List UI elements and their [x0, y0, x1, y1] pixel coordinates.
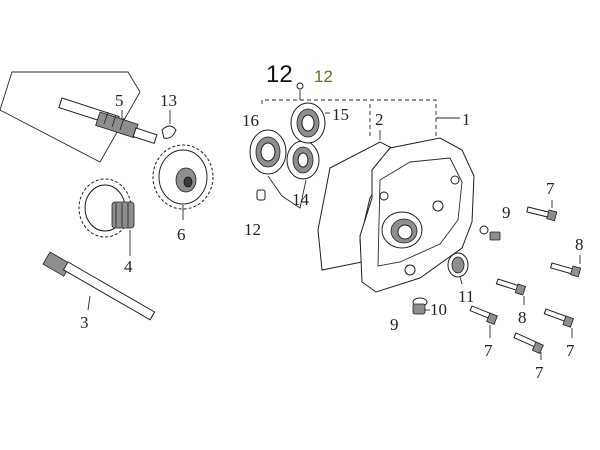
callout-4: 4	[124, 257, 133, 276]
dowel-part-12	[296, 82, 304, 90]
callout-7-left: 7	[484, 341, 493, 360]
bearing-leaders	[267, 90, 330, 209]
callout-2: 2	[375, 110, 384, 129]
callout-15: 15	[332, 105, 349, 124]
bolt-part-9-lower	[412, 297, 430, 315]
callout-8-right: 8	[575, 235, 584, 254]
callout-6: 6	[177, 225, 186, 244]
assembly-bracket	[261, 99, 437, 140]
callout-5: 5	[115, 91, 124, 110]
callout-11: 11	[458, 287, 474, 306]
callout-3: 3	[80, 313, 89, 332]
shaft-part-3	[42, 251, 156, 321]
bolt-part-7-bottom	[513, 332, 544, 360]
callout-12-large: 12	[266, 61, 293, 88]
callout-8-left: 8	[518, 308, 527, 327]
callout-7-bottom: 7	[535, 363, 544, 382]
cover-part-1	[359, 137, 475, 293]
bolt-part-7-left	[469, 305, 498, 338]
callout-13: 13	[160, 91, 177, 110]
callout-9-upper: 9	[502, 203, 511, 222]
callout-9-lower: 9	[390, 315, 399, 334]
bolt-part-8-right	[550, 255, 582, 278]
bolt-part-9-upper	[479, 225, 501, 241]
callout-12-pin: 12	[244, 220, 261, 239]
bearing-part-14	[286, 140, 320, 180]
callout-7-upper: 7	[546, 179, 555, 198]
callout-1: 1	[462, 110, 471, 129]
bolt-part-7-right	[543, 308, 575, 338]
callout-14: 14	[292, 190, 310, 209]
callout-12-small: 12	[314, 67, 333, 86]
gear-part-4	[78, 178, 135, 256]
bolt-part-8-left	[495, 278, 527, 305]
bearing-part-16	[249, 129, 287, 175]
callout-16: 16	[242, 111, 259, 130]
pin-part-12	[256, 189, 266, 201]
bearing-part-15	[290, 102, 326, 144]
callout-10: 10	[430, 300, 447, 319]
clip-part-13	[161, 110, 177, 139]
seal-part-11	[447, 252, 469, 285]
bolt-part-7-upper	[526, 200, 558, 222]
shaft-part-5	[58, 97, 158, 144]
callout-7-right: 7	[566, 341, 575, 360]
gear-part-6	[152, 144, 214, 220]
